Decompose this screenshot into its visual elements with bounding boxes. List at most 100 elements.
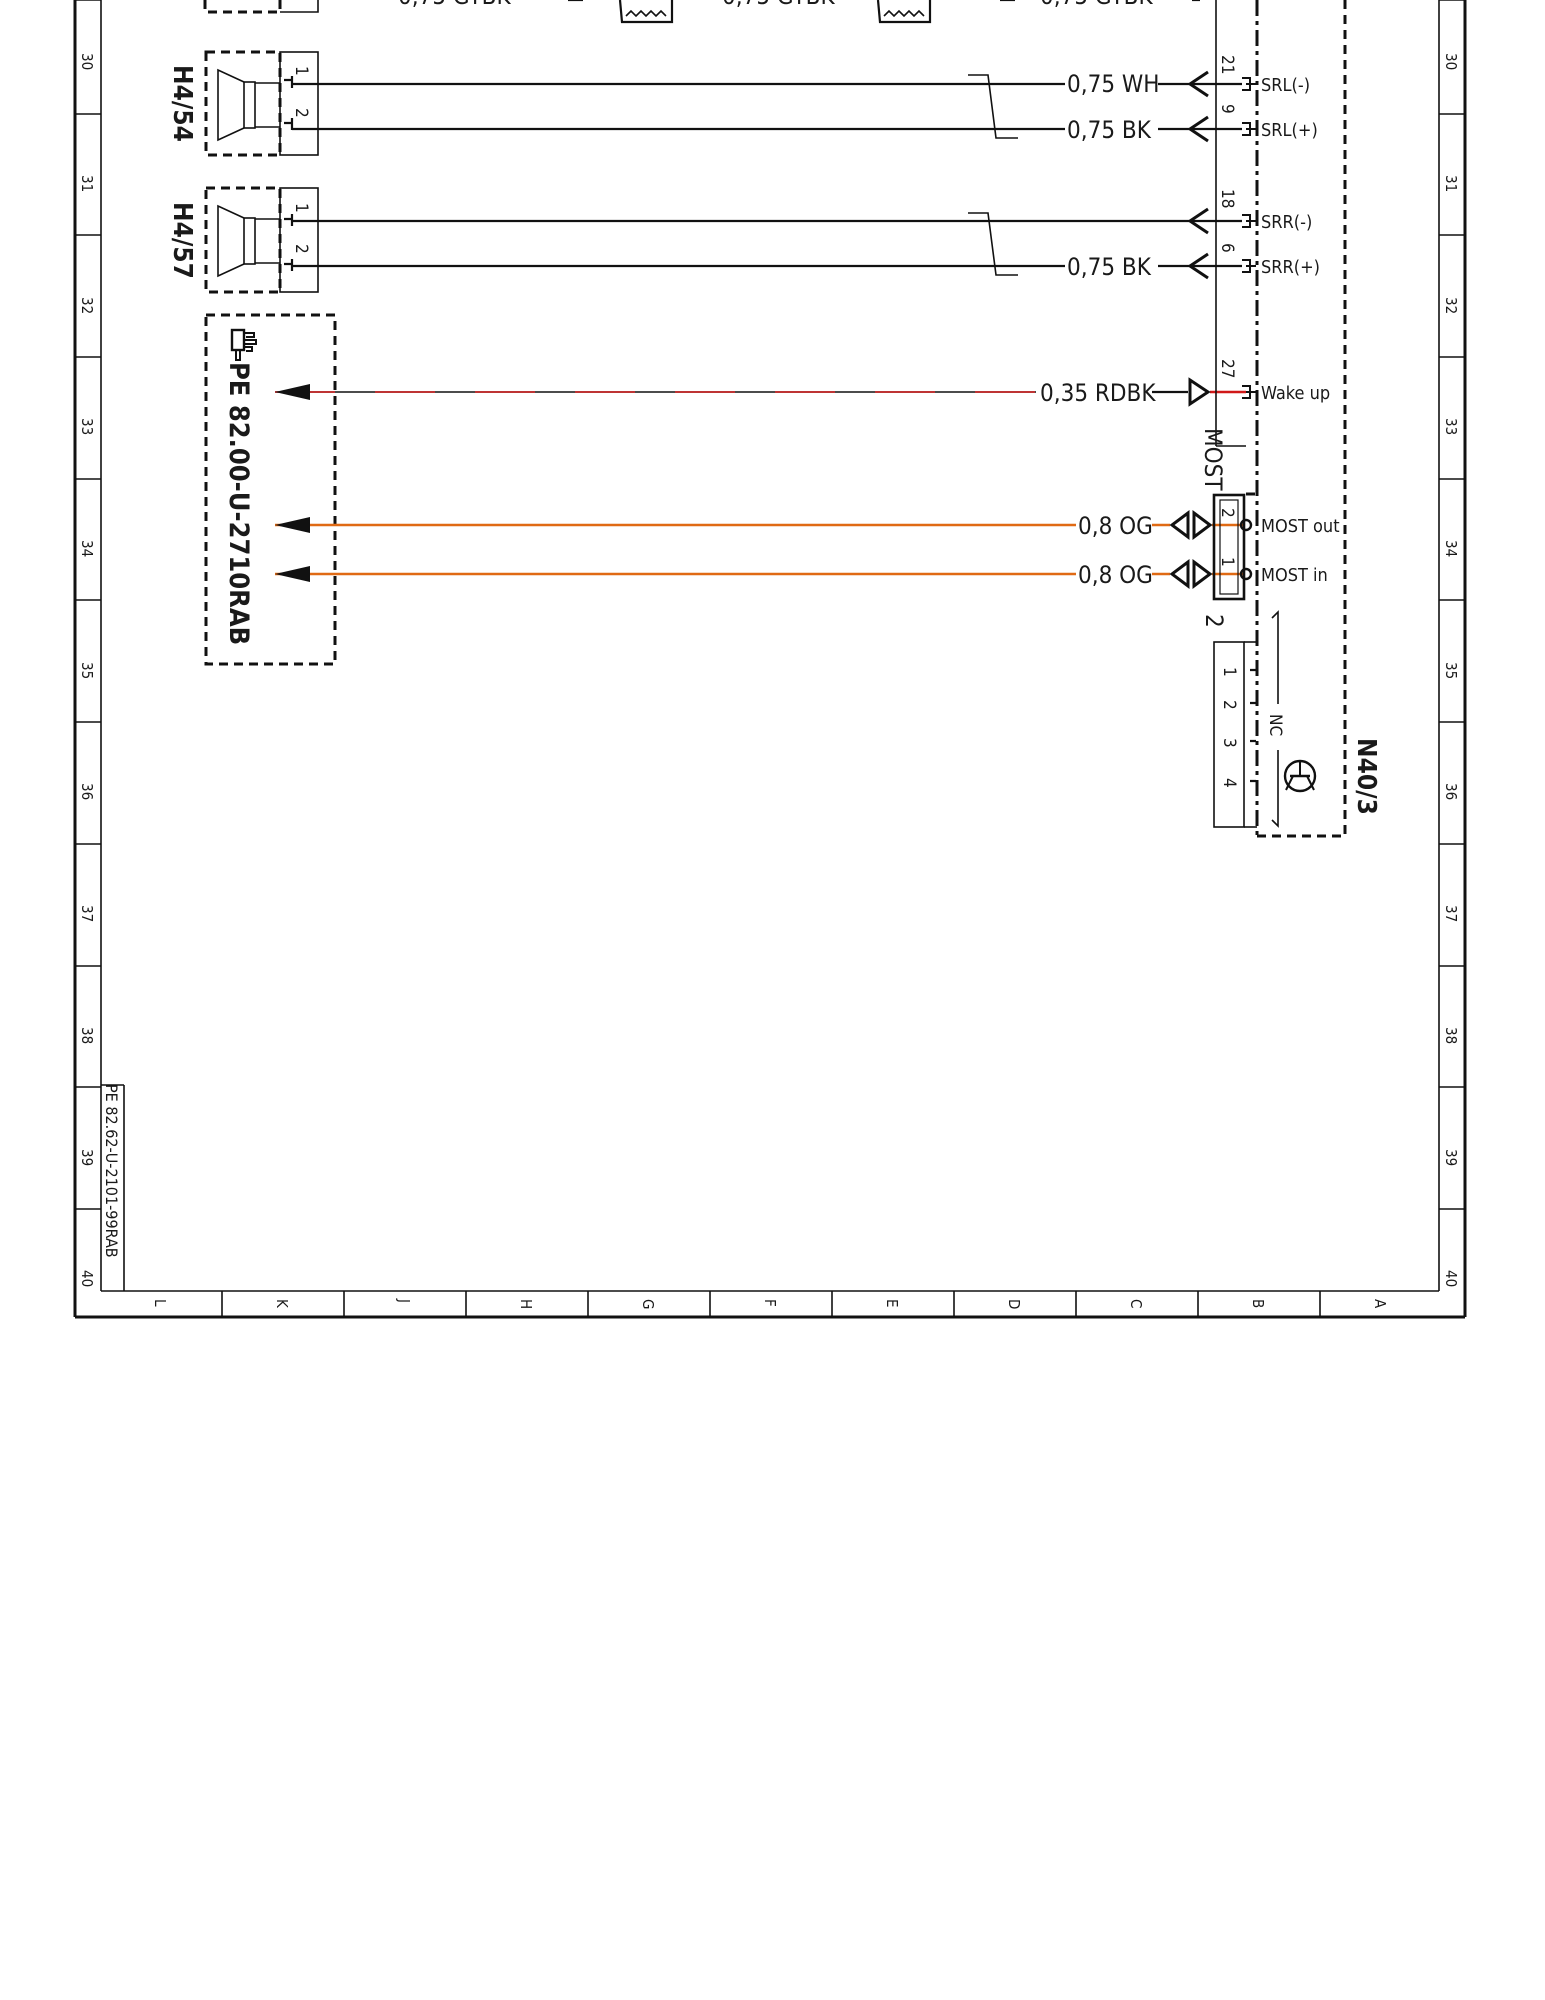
wire-label: 0,8 OG xyxy=(1078,512,1153,540)
wire-most-out: 0,8 OG xyxy=(275,512,1245,540)
row-number-right: 36 xyxy=(1442,783,1460,800)
row-number-left: 40 xyxy=(78,1270,96,1287)
signal-label: MOST in xyxy=(1261,565,1328,586)
speaker-pin-1: 1 xyxy=(284,203,311,226)
connector-arrow xyxy=(1169,510,1213,540)
row-number-right: 39 xyxy=(1442,1149,1460,1166)
column-letter: H xyxy=(517,1299,535,1309)
connector-arrow xyxy=(1187,207,1209,235)
speaker-h4-57: 1 2 H4/57 xyxy=(167,186,319,294)
n40-3-connector-housing: 21 9 18 6 27 MOST xyxy=(1199,0,1246,491)
row-number-left: 39 xyxy=(78,1149,96,1166)
wire-most-in: 0,8 OG xyxy=(275,561,1245,589)
row-number-right: 38 xyxy=(1442,1027,1460,1044)
pointing-hand-icon xyxy=(230,328,257,361)
reference-box: PE 82.00-U-2710RAB xyxy=(204,313,337,666)
nc-label: NC xyxy=(1265,714,1285,736)
most-connector-label: MOST xyxy=(1199,428,1227,491)
component-label-n40-3: N40/3 xyxy=(1351,738,1381,815)
signal-label: SRR(+) xyxy=(1261,257,1320,278)
twisted-pair-marker xyxy=(968,212,1018,276)
column-letter: D xyxy=(1005,1299,1023,1309)
connector-arrows xyxy=(1169,70,1213,589)
pin-contacts xyxy=(1242,77,1256,399)
row-number-left: 32 xyxy=(78,297,96,314)
column-letter: C xyxy=(1127,1299,1145,1308)
connector-arrow xyxy=(1187,115,1209,143)
lower-connector-pin: 1 xyxy=(1219,667,1239,677)
connector-arrow xyxy=(1169,559,1213,589)
signal-label: Wake up xyxy=(1261,383,1330,404)
row-number-right: 37 xyxy=(1442,905,1460,922)
column-letter: A xyxy=(1371,1299,1389,1309)
row-number-right: 34 xyxy=(1442,540,1460,557)
component-label-h4-54: H4/54 xyxy=(167,65,197,142)
pin-number: 6 xyxy=(1217,243,1237,253)
pin-number: 27 xyxy=(1217,359,1237,378)
row-number-right: 32 xyxy=(1442,297,1460,314)
column-letters: L K J H G F E D C B A xyxy=(151,1298,1389,1309)
pin-number: 18 xyxy=(1217,189,1237,208)
twisted-pair-marker xyxy=(968,74,1018,139)
most-connector-block: 2 1 2 xyxy=(1200,493,1253,628)
lower-connector-pin: 2 xyxy=(1219,700,1239,710)
most-connector-number: 2 xyxy=(1200,614,1228,628)
pin-number: 2 xyxy=(291,108,311,118)
column-letter: K xyxy=(273,1299,291,1309)
top-partial-row: 0,75 GYBK 0,75 GYBK 0,75 GYBK xyxy=(203,0,1200,24)
column-letter: J xyxy=(395,1298,413,1303)
wire-label-top: 0,75 GYBK xyxy=(1040,0,1153,10)
column-letter: L xyxy=(151,1299,169,1307)
pin-number: 1 xyxy=(291,66,311,76)
column-letter: G xyxy=(639,1299,657,1309)
wire-label: 0,75 BK xyxy=(1067,116,1152,144)
pin-number: 1 xyxy=(1217,557,1237,567)
column-letter: F xyxy=(761,1299,779,1307)
row-number-left: 35 xyxy=(78,662,96,679)
wire-srr-plus: 0,75 BK xyxy=(292,253,1242,281)
wire-srl-plus: 0,75 BK xyxy=(292,116,1242,144)
connector-arrow xyxy=(1187,252,1209,280)
row-number-left: 34 xyxy=(78,540,96,557)
lower-connector-pin: 4 xyxy=(1219,778,1239,788)
column-letter: B xyxy=(1249,1299,1267,1308)
signal-label: SRL(+) xyxy=(1261,120,1318,141)
signal-label: SRL(-) xyxy=(1261,75,1310,96)
pin-number: 1 xyxy=(291,203,311,213)
row-number-right: 30 xyxy=(1442,53,1460,70)
control-unit-n40-3: SRL(-) SRL(+) SRR(-) SRR(+) Wake up MOST… xyxy=(1213,0,1381,838)
connector-arrow xyxy=(1187,70,1209,98)
transistor-icon xyxy=(1283,759,1317,793)
speaker-pin-2: 2 xyxy=(284,108,311,130)
row-number-right: 35 xyxy=(1442,662,1460,679)
row-number-left: 33 xyxy=(78,418,96,435)
row-number-right: 33 xyxy=(1442,418,1460,435)
pin-number: 21 xyxy=(1217,55,1237,74)
pin-number: 2 xyxy=(1217,508,1237,518)
row-number-left: 30 xyxy=(78,53,96,70)
row-number-left: 31 xyxy=(78,175,96,192)
row-number-left: 36 xyxy=(78,783,96,800)
signal-label: MOST out xyxy=(1261,516,1340,537)
component-label-h4-57: H4/57 xyxy=(167,202,197,279)
row-number-right: 40 xyxy=(1442,1270,1460,1287)
row-number-right: 31 xyxy=(1442,175,1460,192)
sheet-frame xyxy=(73,0,1467,1319)
wire-srl-minus: 0,75 WH xyxy=(292,70,1242,98)
wire-label-top: 0,75 GYBK xyxy=(398,0,511,10)
pin-number: 9 xyxy=(1217,104,1237,114)
speaker-h4-54: 1 2 H4/54 xyxy=(167,50,319,157)
wire-label: 0,35 RDBK xyxy=(1040,379,1156,407)
wire-wake-up: 0,35 RDBK xyxy=(275,379,1246,407)
drawing-number: PE 82.62-U-2101-99RAB xyxy=(102,1084,121,1258)
wire-label: 0,8 OG xyxy=(1078,561,1153,589)
signal-label: SRR(-) xyxy=(1261,212,1312,233)
row-number-left: 38 xyxy=(78,1027,96,1044)
wire-label: 0,75 WH xyxy=(1067,70,1160,98)
lower-connector-pin: 3 xyxy=(1219,738,1239,748)
wire-label: 0,75 BK xyxy=(1067,253,1152,281)
reference-label: PE 82.00-U-2710RAB xyxy=(223,362,254,645)
connector-arrow xyxy=(1188,377,1211,407)
column-letter: E xyxy=(883,1299,901,1308)
